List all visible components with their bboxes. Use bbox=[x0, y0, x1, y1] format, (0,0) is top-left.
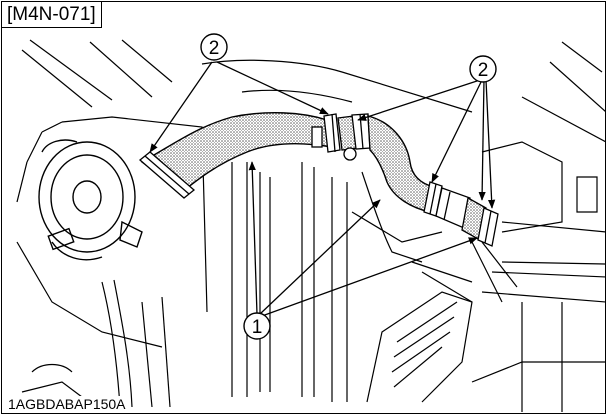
hose-clamp-end bbox=[477, 207, 499, 247]
callout-2-leaders bbox=[149, 61, 496, 209]
background-linework bbox=[16, 39, 605, 412]
engine-illustration: 2 2 1 bbox=[16, 33, 605, 412]
callout-1-leaders bbox=[248, 161, 478, 317]
figure-image-code: 1AGBDABAP150A bbox=[6, 396, 128, 412]
svg-text:2: 2 bbox=[209, 38, 220, 59]
callout-1-bottom: 1 bbox=[243, 312, 271, 340]
svg-text:2: 2 bbox=[478, 60, 489, 81]
callout-2-top-left: 2 bbox=[200, 33, 228, 61]
figure-reference-tag: [M4N-071] bbox=[2, 2, 102, 28]
intake-hose-bend bbox=[367, 115, 435, 213]
hose-clamp-mid-left bbox=[311, 113, 341, 153]
callout-2-top-right: 2 bbox=[469, 55, 497, 83]
svg-text:1: 1 bbox=[252, 317, 263, 338]
hose-clamp-left bbox=[138, 151, 196, 199]
turbocharger bbox=[38, 139, 143, 261]
